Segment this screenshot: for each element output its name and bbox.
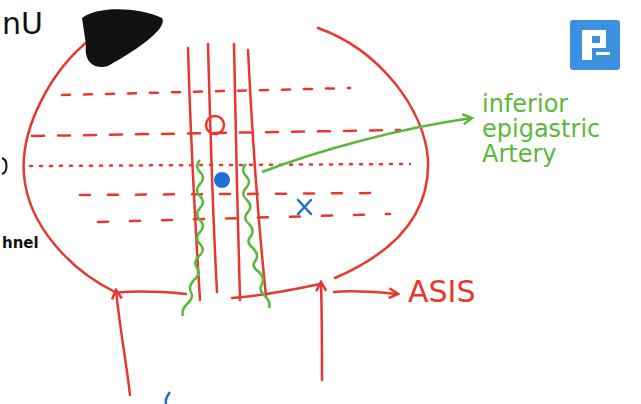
leg-line: [116, 290, 130, 395]
rectus-line: [208, 44, 217, 292]
app-icon: [570, 20, 620, 70]
dashed-line: [62, 88, 350, 95]
umbilicus-circle: [206, 116, 224, 134]
port-x: [298, 200, 311, 214]
blue-stroke: [166, 392, 170, 404]
asis-label: ASIS: [408, 276, 498, 308]
leader-arrow: [262, 118, 472, 172]
cut-heading: nU: [2, 8, 82, 40]
dashed-line: [80, 193, 380, 195]
leg-line: [321, 282, 322, 380]
rectus-line: [234, 44, 240, 300]
artery-label: inferior epigastric Artery: [482, 92, 632, 168]
dashed-line: [32, 130, 400, 136]
lower-border-left: [115, 291, 186, 294]
port-dot: [214, 172, 230, 188]
dashed-lines: [30, 88, 410, 222]
redaction: [82, 9, 163, 67]
wavy-artery: [243, 164, 270, 308]
dotted-line: [30, 164, 410, 166]
asis-arrow: [334, 291, 398, 294]
wavy-artery: [183, 160, 204, 316]
rectus-line: [188, 48, 200, 300]
cut-letter: [2, 158, 7, 174]
abdomen-outline: [24, 28, 428, 395]
right-flank: [318, 28, 428, 278]
lower-border-right: [232, 284, 320, 298]
cut-label: hnel: [2, 236, 62, 252]
